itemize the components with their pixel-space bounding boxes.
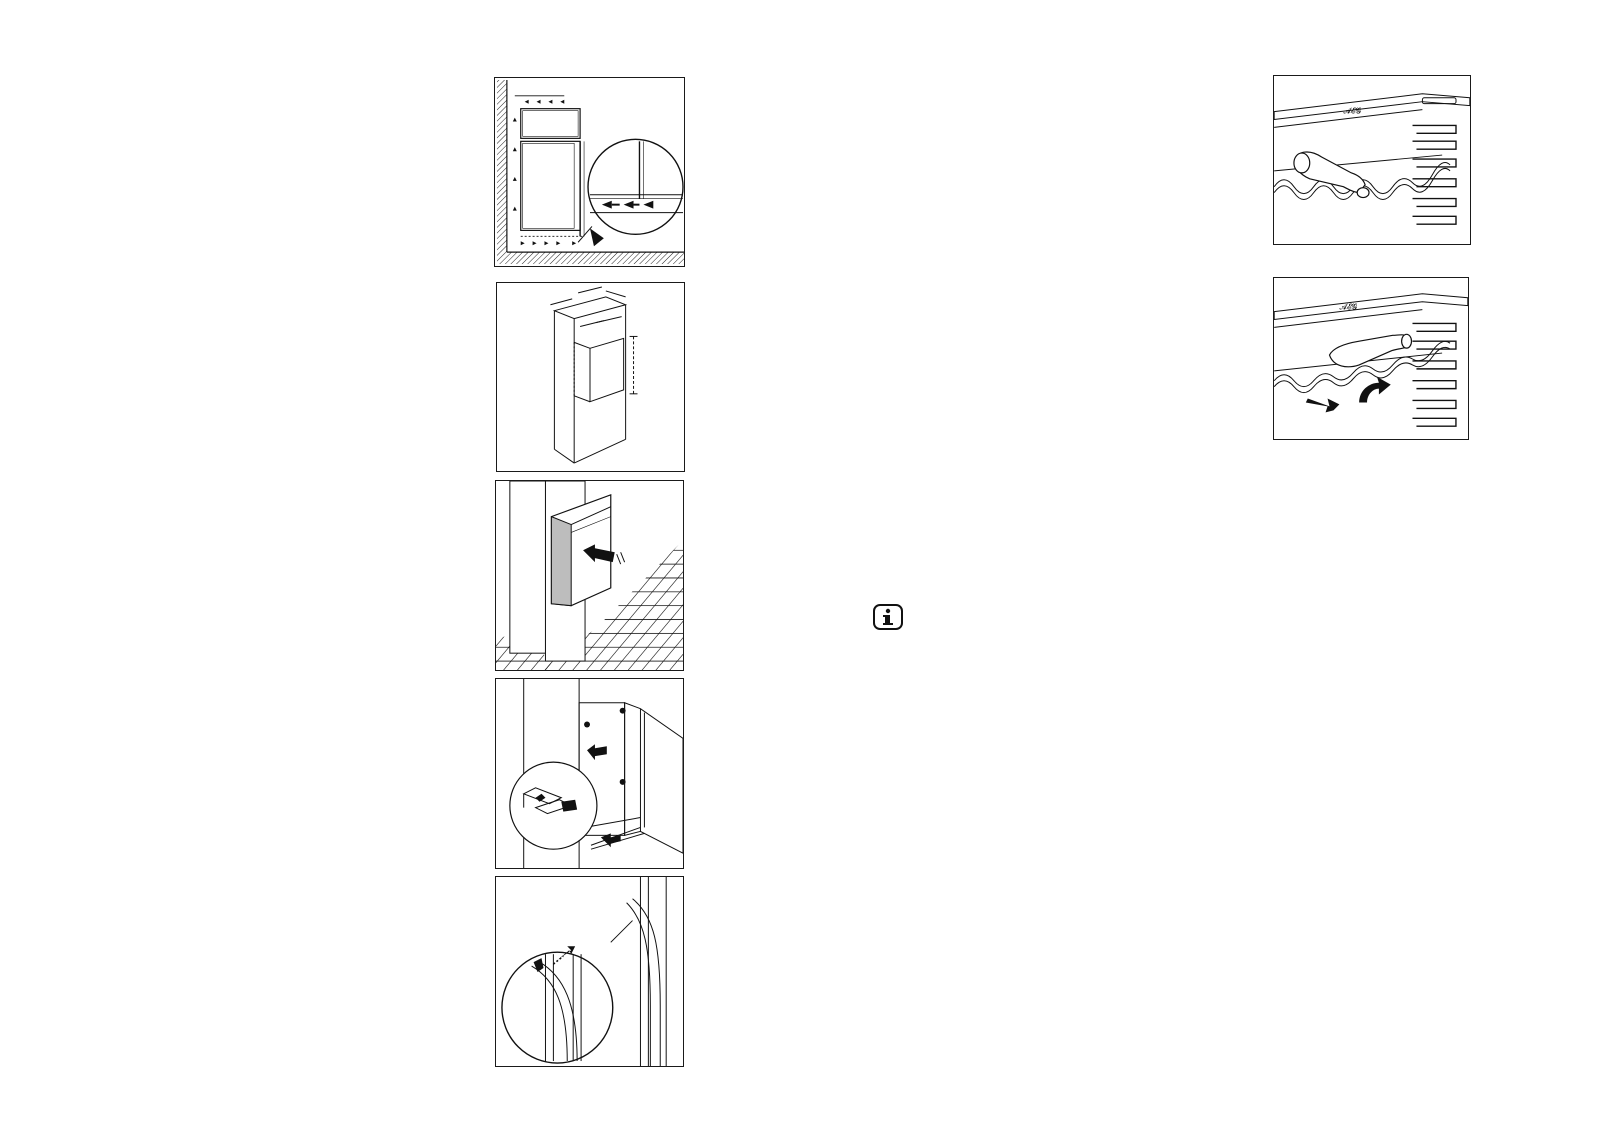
rack-logo-mark-2: 𝓐𝓔𝓖 bbox=[1339, 303, 1357, 312]
insert-appliance-illustration bbox=[496, 481, 683, 670]
figure-remove-bottle-rack: 𝓐𝓔𝓖 bbox=[1273, 277, 1469, 440]
fix-appliance-illustration bbox=[496, 679, 683, 868]
figure-cabinet-niche bbox=[496, 282, 685, 472]
figure-bottle-rack: 𝓐𝓔𝓖 bbox=[1273, 75, 1471, 245]
cabinet-niche-illustration bbox=[497, 283, 684, 471]
rack-logo-mark: 𝓐𝓔𝓖 bbox=[1343, 107, 1361, 116]
bottle-rack-illustration: 𝓐𝓔𝓖 bbox=[1274, 76, 1470, 244]
figure-fix-appliance bbox=[495, 678, 684, 869]
ventilation-diagram-illustration bbox=[495, 78, 684, 266]
figure-ventilation-diagram bbox=[494, 77, 685, 267]
figure-cover-strip bbox=[495, 876, 684, 1067]
figure-insert-appliance bbox=[495, 480, 684, 671]
information-icon bbox=[872, 603, 904, 631]
remove-bottle-rack-illustration: 𝓐𝓔𝓖 bbox=[1274, 278, 1468, 439]
cover-strip-illustration bbox=[496, 877, 683, 1066]
